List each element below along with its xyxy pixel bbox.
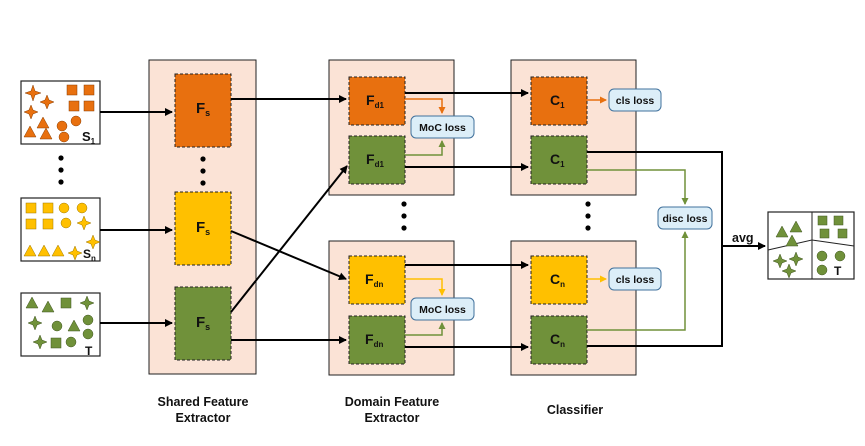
fs-label-green: Fs — [196, 314, 210, 332]
c1-label-green: C1 — [550, 151, 565, 169]
classifier-ellipsis — [585, 201, 591, 231]
disc-loss — [657, 206, 713, 230]
fd1-node-green — [348, 135, 406, 185]
fdn-label-green: Fdn — [365, 331, 383, 349]
moc-loss-bottom — [410, 297, 475, 321]
disc-loss-label: disc loss — [663, 213, 708, 225]
cls-loss-bottom — [608, 267, 662, 291]
input-ellipsis — [58, 155, 64, 185]
fd1-label-green: Fd1 — [366, 151, 384, 169]
yellow-loss-connectors — [405, 275, 607, 296]
input-sn-label: Sn — [83, 247, 96, 263]
shared-ellipsis — [200, 156, 206, 186]
output-t-label: T — [834, 264, 842, 278]
fs-node-green — [174, 286, 232, 361]
fd1-label-orange: Fd1 — [366, 92, 384, 110]
orange-loss-connectors — [405, 96, 607, 114]
classifier-caption: Classifier — [547, 403, 603, 417]
fs-label-orange: Fs — [196, 100, 210, 118]
c1-node-orange — [530, 76, 588, 126]
cls-loss-top-label: cls loss — [616, 95, 655, 107]
c1-label-orange: C1 — [550, 92, 565, 110]
shared-extractor-caption-line1: Shared Feature — [157, 395, 248, 409]
input-t: T — [20, 292, 101, 358]
domain-extractor-caption-line2: Extractor — [365, 411, 420, 425]
cls-loss-top — [608, 88, 662, 112]
fdn-node-green — [348, 315, 406, 365]
avg-label: avg — [732, 231, 754, 245]
shared-extractor-caption-line2: Extractor — [176, 411, 231, 425]
input-s1-label: S1 — [82, 129, 96, 146]
c1-node-green — [530, 135, 588, 185]
fdn-node-yellow — [348, 255, 406, 305]
cn-node-yellow — [530, 255, 588, 305]
fs-node-orange — [174, 73, 232, 148]
cn-label-green: Cn — [550, 331, 565, 349]
green-loss-connectors — [405, 140, 689, 336]
input-s1: S1 — [20, 80, 101, 146]
cn-node-green — [530, 315, 588, 365]
fdn-label-yellow: Fdn — [365, 271, 383, 289]
cls-loss-bottom-label: cls loss — [616, 274, 655, 286]
input-sn: Sn — [20, 197, 101, 263]
black-connectors — [100, 89, 766, 351]
fs-label-yellow: Fs — [196, 219, 210, 237]
domain-extractor-caption-line1: Domain Feature — [345, 395, 440, 409]
moc-loss-top-label: MoC loss — [419, 122, 466, 134]
fd1-node-orange — [348, 76, 406, 126]
input-t-label: T — [85, 344, 93, 358]
output-target: T — [767, 211, 855, 280]
moc-loss-bottom-label: MoC loss — [419, 304, 466, 316]
fs-node-yellow — [174, 191, 232, 266]
moc-loss-top — [410, 115, 475, 139]
domain-ellipsis — [401, 201, 407, 231]
cn-label-yellow: Cn — [550, 271, 565, 289]
